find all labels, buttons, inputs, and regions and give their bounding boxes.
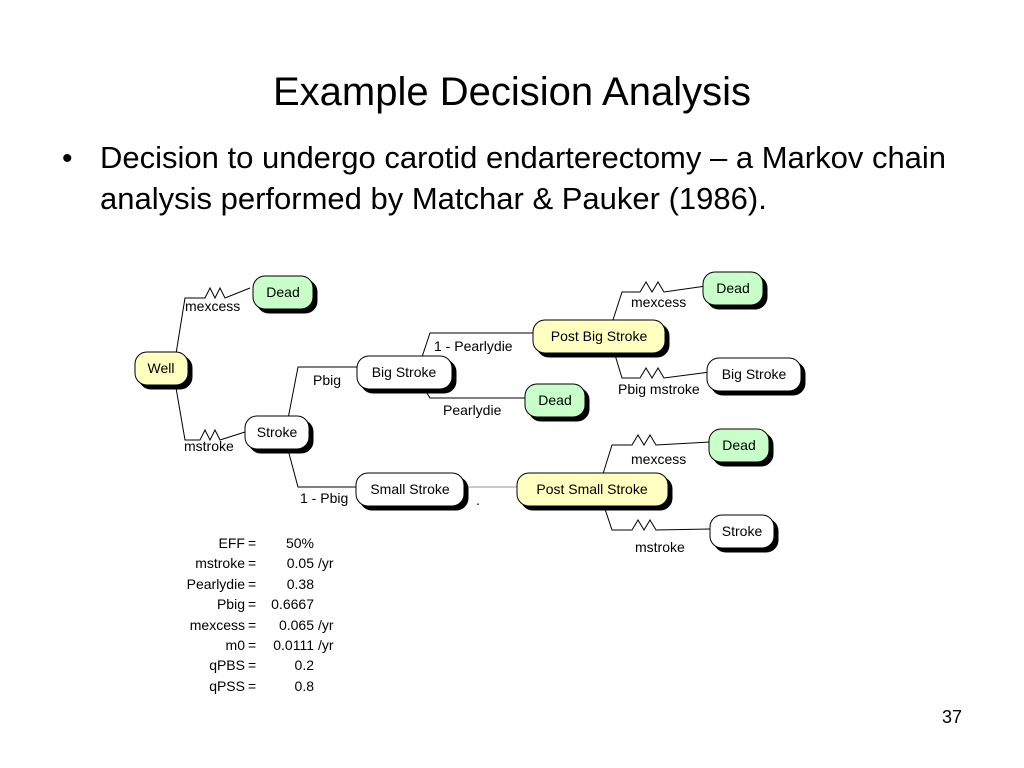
- edge-well-dead: [174, 286, 251, 361]
- node-post-small-stroke: Post Small Stroke: [516, 472, 673, 511]
- parameter-name: qPBS: [209, 657, 245, 674]
- edge-stroke-big: [286, 366, 358, 425]
- parameter-unit: [314, 676, 334, 696]
- svg-text:Stroke: Stroke: [722, 523, 763, 539]
- edge-pbs-dead: [611, 281, 707, 324]
- svg-text:Big Stroke: Big Stroke: [372, 364, 437, 380]
- parameter-name: m0: [225, 637, 245, 654]
- parameter-row: EFF= 50%: [150, 533, 334, 553]
- parameter-row: m0= 0.0111/yr: [150, 635, 334, 655]
- parameter-equals: =: [248, 596, 257, 613]
- parameter-unit: /yr: [318, 616, 334, 633]
- bullet-marker: •: [62, 142, 73, 175]
- edge-well-stroke: [174, 381, 246, 442]
- label-pss-dead: mexcess: [631, 451, 686, 467]
- parameter-equals: =: [248, 575, 257, 592]
- svg-text:Well: Well: [148, 360, 175, 376]
- parameter-value: 0.2: [294, 657, 314, 674]
- parameter-unit: /yr: [318, 637, 334, 654]
- node-big-stroke-pbs: Big Stroke: [706, 357, 806, 396]
- parameter-row: mexcess= 0.065/yr: [150, 615, 334, 635]
- edge-big-post: [419, 332, 535, 364]
- parameter-value: 0.0111: [273, 637, 314, 654]
- slide-title: Example Decision Analysis: [273, 70, 751, 114]
- label-well-stroke: mstroke: [184, 438, 234, 454]
- parameter-row: qPBS= 0.2: [150, 655, 334, 675]
- parameter-unit: /yr: [318, 555, 334, 572]
- svg-text:Small Stroke: Small Stroke: [370, 481, 450, 497]
- parameter-name: mexcess: [189, 616, 245, 633]
- parameter-value: 0.38: [286, 575, 314, 592]
- parameter-equals: =: [248, 637, 257, 654]
- node-big-stroke: Big Stroke: [356, 355, 457, 394]
- svg-text:Dead: Dead: [538, 392, 571, 408]
- svg-text:Dead: Dead: [266, 284, 299, 300]
- parameter-name: mstroke: [195, 555, 245, 572]
- parameter-equals: =: [248, 677, 257, 694]
- parameter-row: Pearlydie= 0.38: [150, 574, 334, 594]
- parameter-row: qPSS= 0.8: [150, 676, 334, 696]
- label-pbs-big: Pbig mstroke: [618, 381, 700, 397]
- parameter-unit: [314, 533, 334, 553]
- edge-pss-dead: [601, 434, 711, 478]
- svg-text:Stroke: Stroke: [257, 424, 298, 440]
- parameter-row: Pbig= 0.6667: [150, 594, 334, 614]
- node-stroke-pss: Stroke: [709, 514, 779, 553]
- label-big-dead: Pearlydie: [443, 402, 502, 418]
- parameter-value: 0.8: [294, 677, 314, 694]
- parameter-equals: =: [248, 535, 257, 551]
- parameter-name: Pearlydie: [186, 575, 245, 592]
- node-stroke: Stroke: [244, 415, 314, 454]
- bullet-text: Decision to undergo carotid endarterecto…: [100, 140, 947, 216]
- svg-text:Dead: Dead: [722, 437, 755, 453]
- parameter-value: 0.6667: [271, 596, 314, 613]
- node-post-big-stroke: Post Big Stroke: [532, 319, 670, 358]
- label-big-post: 1 - Pearlydie: [434, 338, 513, 354]
- parameter-value: 50%: [285, 535, 314, 551]
- parameter-row: mstroke= 0.05/yr: [150, 553, 334, 573]
- edge-stroke-small: [286, 445, 357, 488]
- node-dead-top: Dead: [252, 275, 318, 314]
- edge-pbs-big: [611, 344, 711, 379]
- slide-number: 37: [941, 707, 962, 727]
- label-pss-stroke: mstroke: [635, 539, 685, 555]
- parameter-equals: =: [248, 616, 257, 633]
- label-stroke-big: Pbig: [313, 372, 341, 388]
- node-well: Well: [134, 351, 193, 390]
- label-pbs-dead: mexcess: [631, 294, 686, 310]
- node-small-stroke: Small Stroke: [355, 472, 469, 511]
- svg-text:Post Big Stroke: Post Big Stroke: [551, 328, 648, 344]
- node-dead-pbs: Dead: [702, 271, 768, 310]
- tree-connectors: [174, 281, 711, 531]
- label-small-dot: .: [476, 492, 480, 508]
- svg-text:Dead: Dead: [716, 280, 749, 296]
- parameter-unit: [314, 574, 334, 594]
- node-dead-pearly: Dead: [524, 383, 590, 422]
- parameter-value: 0.065: [278, 616, 314, 633]
- label-stroke-small: 1 - Pbig: [300, 490, 348, 506]
- parameter-name: qPSS: [209, 677, 245, 694]
- svg-text:Big Stroke: Big Stroke: [722, 366, 787, 382]
- parameter-unit: [314, 594, 334, 614]
- parameter-equals: =: [248, 657, 257, 674]
- svg-text:Post Small Stroke: Post Small Stroke: [536, 481, 647, 497]
- parameter-unit: [314, 655, 334, 675]
- node-dead-pss: Dead: [708, 428, 774, 467]
- label-well-dead: mexcess: [185, 298, 240, 314]
- parameter-name: Pbig: [216, 596, 245, 613]
- edge-pss-stroke: [601, 499, 711, 531]
- parameter-name: EFF: [218, 535, 245, 551]
- parameter-equals: =: [248, 555, 257, 572]
- parameter-value: 0.05: [286, 555, 314, 572]
